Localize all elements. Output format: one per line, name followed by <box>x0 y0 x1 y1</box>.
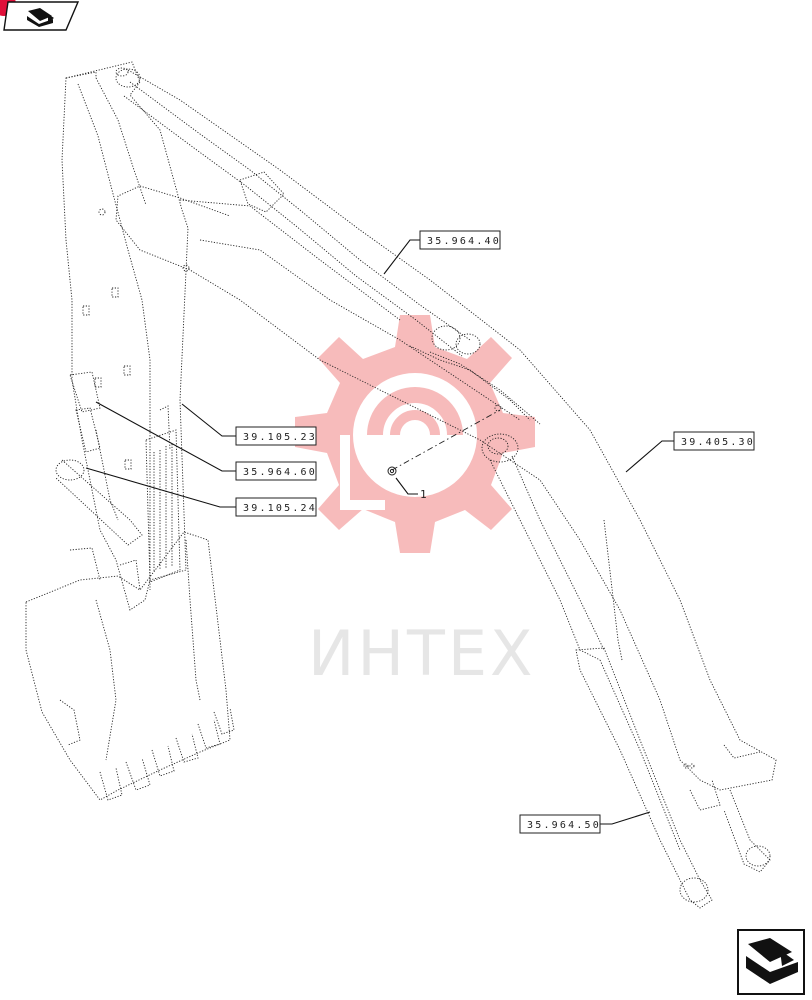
reference-label-35-964-40[interactable]: 35.964.40 <box>419 230 501 250</box>
reference-label-39-105-23[interactable]: 39.105.23 <box>235 426 317 446</box>
ref-label-text: 39.105.24 <box>243 503 317 514</box>
leader-item-1 <box>395 477 418 495</box>
boom-cylinder <box>481 433 771 909</box>
ref-label-text: 35.964.40 <box>427 236 501 247</box>
book-arrow-icon <box>27 8 54 27</box>
boom <box>115 69 777 811</box>
next-page-arrow-icon <box>746 938 798 984</box>
reference-label-35-964-60[interactable]: 35.964.60 <box>235 461 317 481</box>
bucket-cylinder <box>55 371 143 546</box>
next-page-button[interactable] <box>737 929 805 995</box>
gear-logo-icon <box>295 315 535 553</box>
arm-cylinder <box>123 81 541 425</box>
leader-35-964-40 <box>383 239 420 275</box>
leader-39-105-23 <box>181 403 236 437</box>
ref-label-text: 39.105.23 <box>243 432 317 443</box>
item-callout-1: 1 <box>420 488 427 501</box>
watermark: ИНТЕХ <box>295 315 536 690</box>
leader-39-405-30 <box>625 440 674 473</box>
ref-label-text: 39.405.30 <box>681 437 755 448</box>
reference-label-35-964-50[interactable]: 35.964.50 <box>519 814 601 834</box>
fitting-1-icon <box>387 466 397 476</box>
dipper-stick <box>61 61 190 611</box>
reference-label-39-105-24[interactable]: 39.105.24 <box>235 497 317 517</box>
ref-label-text: 35.964.50 <box>527 820 601 831</box>
reference-label-39-405-30[interactable]: 39.405.30 <box>673 431 755 451</box>
excavator-arm-drawing <box>25 61 777 909</box>
leader-35-964-60 <box>95 401 236 472</box>
ref-label-text: 35.964.60 <box>243 467 317 478</box>
bucket-teeth <box>59 699 235 801</box>
bucket <box>25 531 235 801</box>
leader-lines <box>85 239 674 825</box>
leader-35-964-50 <box>600 811 651 825</box>
leader-39-105-24 <box>85 467 236 508</box>
top-nav-tab[interactable] <box>0 0 80 31</box>
watermark-text: ИНТЕХ <box>308 617 536 690</box>
